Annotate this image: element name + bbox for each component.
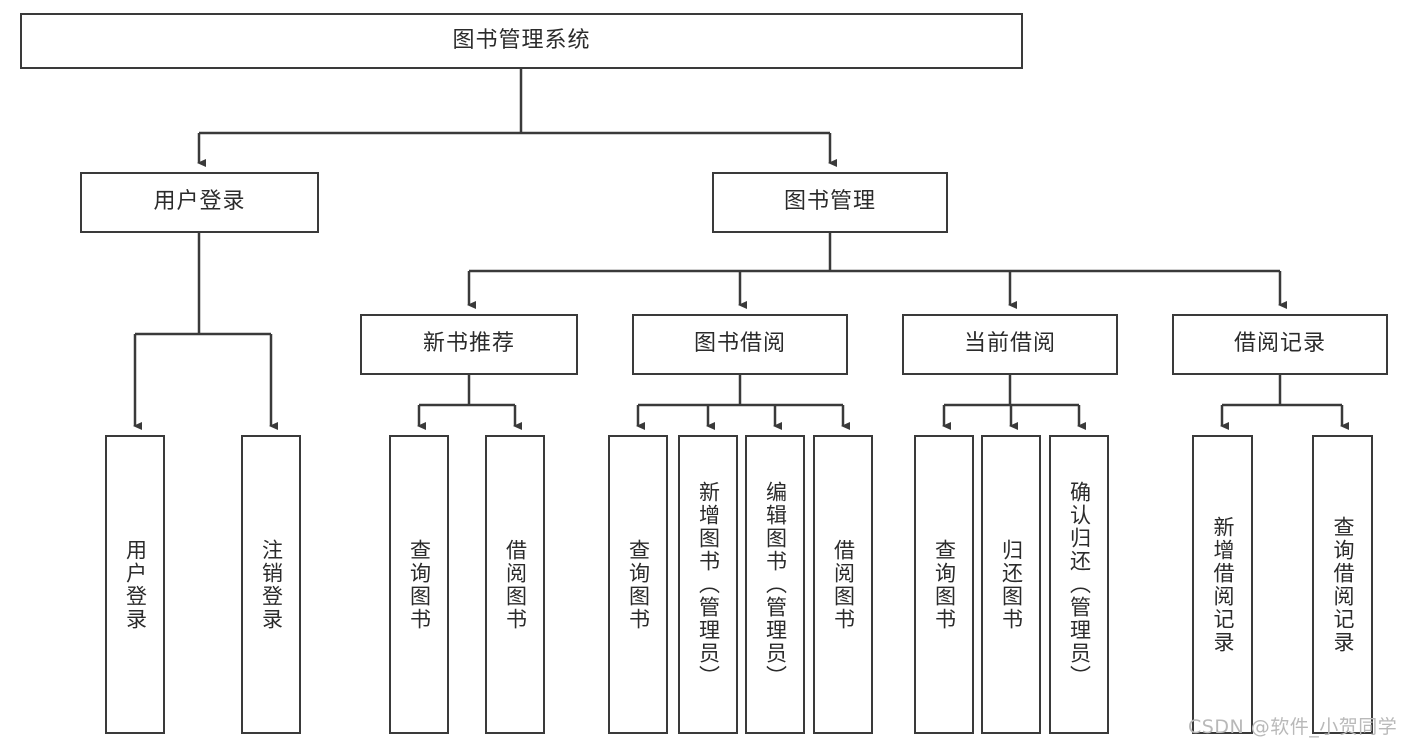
csdn-watermark: CSDN @软件_小贺同学 bbox=[1188, 716, 1398, 738]
node-user-login[interactable]: 用户登录 bbox=[80, 172, 319, 233]
node-root-label: 图书管理系统 bbox=[452, 27, 591, 53]
node-leaf-borrow-book-1[interactable]: 借阅图书 bbox=[485, 435, 545, 734]
node-leaf-borrow-book-1-label: 借阅图书 bbox=[503, 538, 528, 631]
node-current-borrow[interactable]: 当前借阅 bbox=[902, 314, 1118, 375]
node-new-book-rec-label: 新书推荐 bbox=[422, 331, 515, 357]
node-leaf-query-book-2[interactable]: 查询图书 bbox=[608, 435, 668, 734]
node-leaf-query-record-label: 查询借阅记录 bbox=[1330, 515, 1355, 654]
node-root[interactable]: 图书管理系统 bbox=[20, 13, 1023, 69]
node-leaf-return-book-label: 归还图书 bbox=[999, 538, 1024, 631]
node-borrow-record[interactable]: 借阅记录 bbox=[1172, 314, 1388, 375]
node-user-login-label: 用户登录 bbox=[153, 189, 246, 215]
node-book-borrow[interactable]: 图书借阅 bbox=[632, 314, 848, 375]
node-leaf-add-record-label: 新增借阅记录 bbox=[1210, 515, 1235, 654]
node-leaf-edit-book-label: 编辑图书（管理员） bbox=[763, 481, 788, 688]
node-leaf-logout[interactable]: 注销登录 bbox=[241, 435, 301, 734]
node-borrow-record-label: 借阅记录 bbox=[1233, 331, 1326, 357]
node-new-book-rec[interactable]: 新书推荐 bbox=[360, 314, 578, 375]
node-leaf-add-book-label: 新增图书（管理员） bbox=[696, 481, 721, 688]
node-book-manage[interactable]: 图书管理 bbox=[712, 172, 948, 233]
node-leaf-borrow-book-2-label: 借阅图书 bbox=[831, 538, 856, 631]
node-leaf-query-record[interactable]: 查询借阅记录 bbox=[1312, 435, 1373, 734]
node-leaf-add-book[interactable]: 新增图书（管理员） bbox=[678, 435, 738, 734]
node-leaf-user-login-label: 用户登录 bbox=[123, 538, 148, 631]
node-leaf-query-book-1[interactable]: 查询图书 bbox=[389, 435, 449, 734]
node-leaf-edit-book[interactable]: 编辑图书（管理员） bbox=[745, 435, 805, 734]
node-book-borrow-label: 图书借阅 bbox=[693, 331, 786, 357]
node-leaf-confirm-return-label: 确认归还（管理员） bbox=[1067, 481, 1092, 688]
node-leaf-query-book-2-label: 查询图书 bbox=[626, 538, 651, 631]
node-leaf-add-record[interactable]: 新增借阅记录 bbox=[1192, 435, 1253, 734]
node-book-manage-label: 图书管理 bbox=[783, 189, 876, 215]
node-leaf-borrow-book-2[interactable]: 借阅图书 bbox=[813, 435, 873, 734]
node-leaf-user-login[interactable]: 用户登录 bbox=[105, 435, 165, 734]
node-leaf-confirm-return[interactable]: 确认归还（管理员） bbox=[1049, 435, 1109, 734]
node-leaf-query-book-3[interactable]: 查询图书 bbox=[914, 435, 974, 734]
node-leaf-query-book-3-label: 查询图书 bbox=[932, 538, 957, 631]
node-current-borrow-label: 当前借阅 bbox=[963, 331, 1056, 357]
node-leaf-query-book-1-label: 查询图书 bbox=[407, 538, 432, 631]
node-leaf-logout-label: 注销登录 bbox=[259, 538, 284, 631]
node-leaf-return-book[interactable]: 归还图书 bbox=[981, 435, 1041, 734]
